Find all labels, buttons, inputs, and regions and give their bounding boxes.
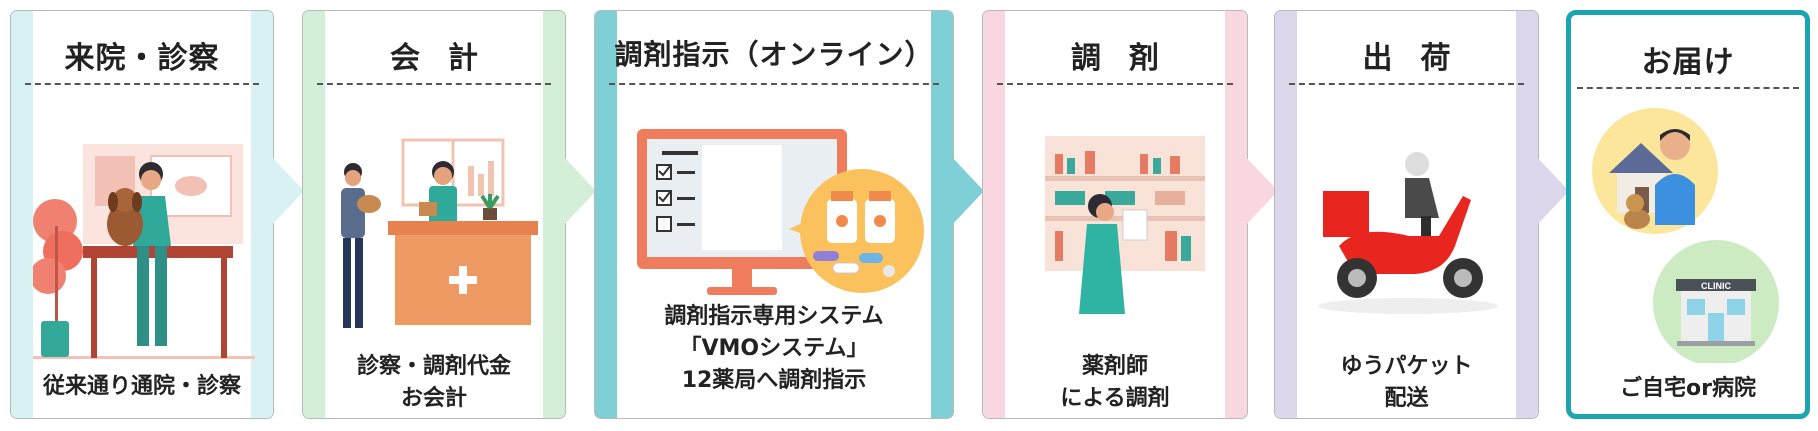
delivery-scooter-illustration	[1318, 152, 1498, 314]
step-stripe-left	[595, 11, 617, 418]
desc-line: ゆうパケット	[1340, 354, 1473, 379]
step-stripe-right	[543, 11, 565, 418]
step-description: 調剤指示専用システム 「VMOシステム」 12薬局へ調剤指示	[595, 301, 953, 397]
desc-line: による調剤	[1060, 386, 1170, 411]
desc-line: 従来通り通院・診察	[42, 374, 241, 399]
dashed-divider	[1289, 83, 1524, 85]
checkout-counter-illustration	[341, 138, 538, 328]
desc-line: 薬剤師	[1081, 354, 1148, 379]
step-title: 出荷	[1362, 41, 1479, 76]
desc-line: 診察・調剤代金	[356, 354, 511, 379]
desc-line: 配送	[1384, 386, 1429, 411]
step-title: 来院・診察	[64, 41, 220, 76]
dashed-divider	[317, 83, 551, 85]
step-description: 薬剤師 による調剤	[983, 351, 1247, 415]
dashed-divider	[609, 83, 939, 85]
step-stripe-left	[983, 11, 1005, 418]
step-title: 調剤	[1071, 41, 1187, 76]
desc-line: 「VMOシステム」	[679, 336, 869, 361]
step-description: ご自宅or病院	[1571, 373, 1805, 405]
step-payment: 会計 診察・調剤代金 お会計	[302, 10, 566, 419]
dashed-divider	[997, 83, 1233, 85]
step-shipping: 出荷 ゆうパケット 配送	[1274, 10, 1539, 419]
step-stripe-left	[303, 11, 325, 418]
online-system-illustration	[637, 129, 924, 295]
step-stripe-right	[1516, 11, 1538, 418]
step-stripe-right	[1225, 11, 1247, 418]
flow-arrow	[562, 155, 596, 227]
step-visit-exam: 来院・診察 従来通り通院・診察	[10, 10, 274, 419]
desc-line: 12薬局へ調剤指示	[681, 368, 867, 393]
flow-arrow	[1244, 155, 1278, 227]
flow-arrow	[270, 155, 304, 227]
step-stripe-right	[931, 11, 953, 418]
desc-line: 調剤指示専用システム	[664, 304, 884, 329]
step-description: ゆうパケット 配送	[1275, 351, 1538, 415]
step-description: 従来通り通院・診察	[11, 371, 273, 403]
desc-line: お会計	[400, 386, 467, 411]
step-stripe-right	[251, 11, 273, 418]
step-stripe-left	[1275, 11, 1297, 418]
vet-exam-illustration	[33, 144, 255, 359]
flow-arrow	[950, 155, 984, 227]
dashed-divider	[1577, 87, 1799, 89]
flow-arrow	[1535, 155, 1569, 227]
step-title: 調剤指示（オンライン）	[614, 38, 934, 71]
dashed-divider	[25, 83, 259, 85]
step-stripe-left	[11, 11, 33, 418]
step-delivery: お届け CLINIC ご自宅or病院	[1566, 10, 1810, 419]
clinic-sign-text: CLINIC	[1701, 281, 1731, 291]
step-description: 診察・調剤代金 お会計	[303, 351, 565, 415]
step-title: 会計	[390, 41, 506, 76]
home-clinic-illustration: CLINIC	[1592, 108, 1779, 363]
step-online-dispensing-order: 調剤指示（オンライン） 調剤指示専用システム 「VMOシステム」 12薬局へ調剤…	[594, 10, 954, 419]
step-title: お届け	[1641, 45, 1735, 80]
desc-line: ご自宅or病院	[1620, 376, 1756, 401]
pharmacist-illustration	[1045, 136, 1205, 314]
step-dispensing: 調剤 薬剤師 による調剤	[982, 10, 1248, 419]
